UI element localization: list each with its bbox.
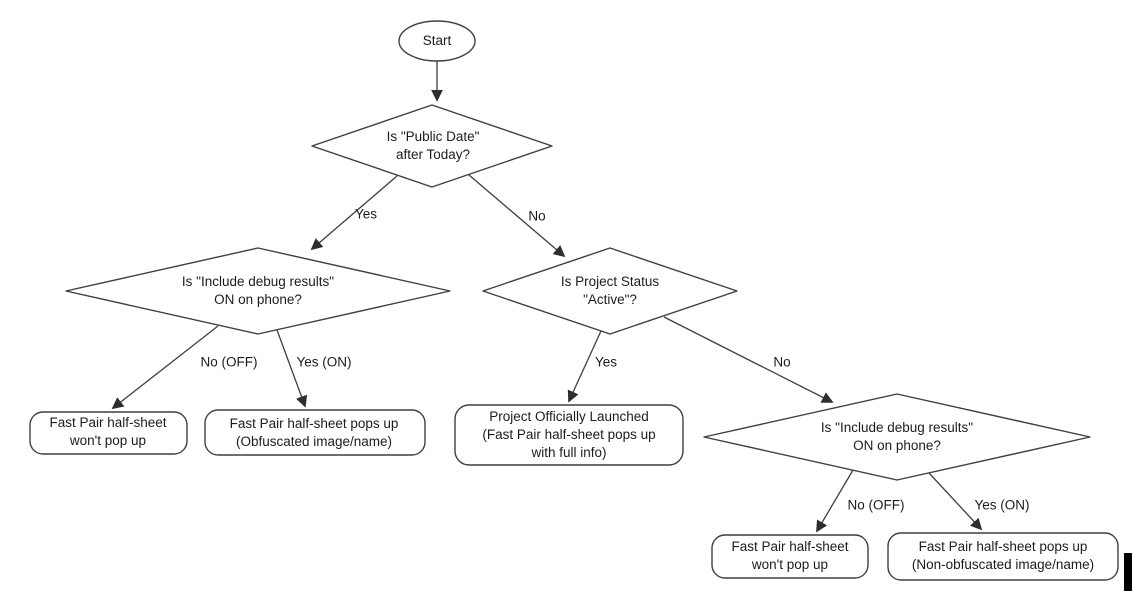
label-line: won't pop up (751, 557, 829, 572)
label-line: Is "Include debug results" (181, 274, 335, 290)
label-line: won't pop up (69, 433, 147, 448)
text-cursor-artifact (1124, 553, 1132, 591)
decision-project-status-label: Is Project Status "Active"? (561, 273, 659, 309)
result-obfuscated-shape (204, 409, 426, 456)
label-line: Fast Pair half-sheet (49, 415, 167, 431)
result-non-obfuscated-label: Fast Pair half-sheet pops up (Non-obfusc… (912, 538, 1094, 574)
edge-label-debug-left-yes: Yes (ON) (296, 354, 352, 370)
result-launched-label: Project Officially Launched (Fast Pair h… (482, 408, 655, 462)
edge-debug-right-no (816, 469, 854, 533)
decision-debug-right-shape (703, 393, 1091, 481)
label-line: with full info) (531, 444, 607, 460)
start-node-label: Start (422, 33, 452, 49)
result-no-popup-right-label: Fast Pair half-sheet won't pop up (731, 538, 848, 574)
label-line: ON on phone? (214, 292, 302, 307)
edge-project-status-no (663, 316, 834, 403)
result-obfuscated-label: Fast Pair half-sheet pops up (Obfuscated… (230, 415, 399, 451)
label-line: "Active"? (583, 292, 637, 307)
edge-label-public-date-yes: Yes (354, 206, 378, 222)
label-line: Is Project Status (560, 274, 660, 290)
edge-debug-left-no (111, 325, 219, 410)
decision-project-status-shape (482, 247, 738, 335)
result-no-popup-left-shape (29, 411, 188, 455)
decision-public-date-label: Is "Public Date" after Today? (387, 128, 480, 164)
result-no-popup-right-shape (711, 534, 869, 579)
result-non-obfuscated-shape (887, 532, 1119, 581)
edge-public-date-no (468, 174, 566, 258)
decision-debug-right-label: Is "Include debug results" ON on phone? (821, 419, 973, 455)
label-line: Project Officially Launched (489, 409, 649, 425)
result-no-popup-left-label: Fast Pair half-sheet won't pop up (49, 414, 166, 450)
edge-label-debug-right-no: No (OFF) (847, 497, 905, 513)
decision-public-date-shape (311, 104, 553, 188)
edge-label-public-date-no: No (528, 208, 546, 224)
label-line: Is "Public Date" (386, 129, 480, 145)
edge-label-project-status-yes: Yes (594, 354, 618, 370)
label-line: (Fast Pair half-sheet pops up (482, 427, 656, 443)
edge-label-debug-right-yes: Yes (ON) (974, 497, 1030, 513)
edge-project-status-yes (567, 330, 602, 403)
label-line: after Today? (395, 147, 471, 162)
decision-debug-left-label: Is "Include debug results" ON on phone? (182, 273, 334, 309)
result-launched-shape (454, 404, 684, 466)
edge-label-debug-left-no: No (OFF) (200, 354, 258, 370)
label-line: ON on phone? (853, 438, 941, 453)
edge-label-project-status-no: No (773, 354, 791, 370)
label-line: Fast Pair half-sheet pops up (229, 416, 399, 432)
edge-debug-right-yes (928, 472, 983, 531)
label-line: (Obfuscated image/name) (235, 434, 393, 449)
edge-debug-left-yes (276, 329, 308, 408)
edge-public-date-yes (310, 175, 398, 251)
label-line: Is "Include debug results" (820, 420, 974, 436)
decision-debug-left-shape (65, 247, 451, 335)
label-line: Fast Pair half-sheet pops up (918, 539, 1088, 555)
label-line: (Non-obfuscated image/name) (911, 557, 1095, 572)
label-line: Fast Pair half-sheet (731, 539, 849, 555)
